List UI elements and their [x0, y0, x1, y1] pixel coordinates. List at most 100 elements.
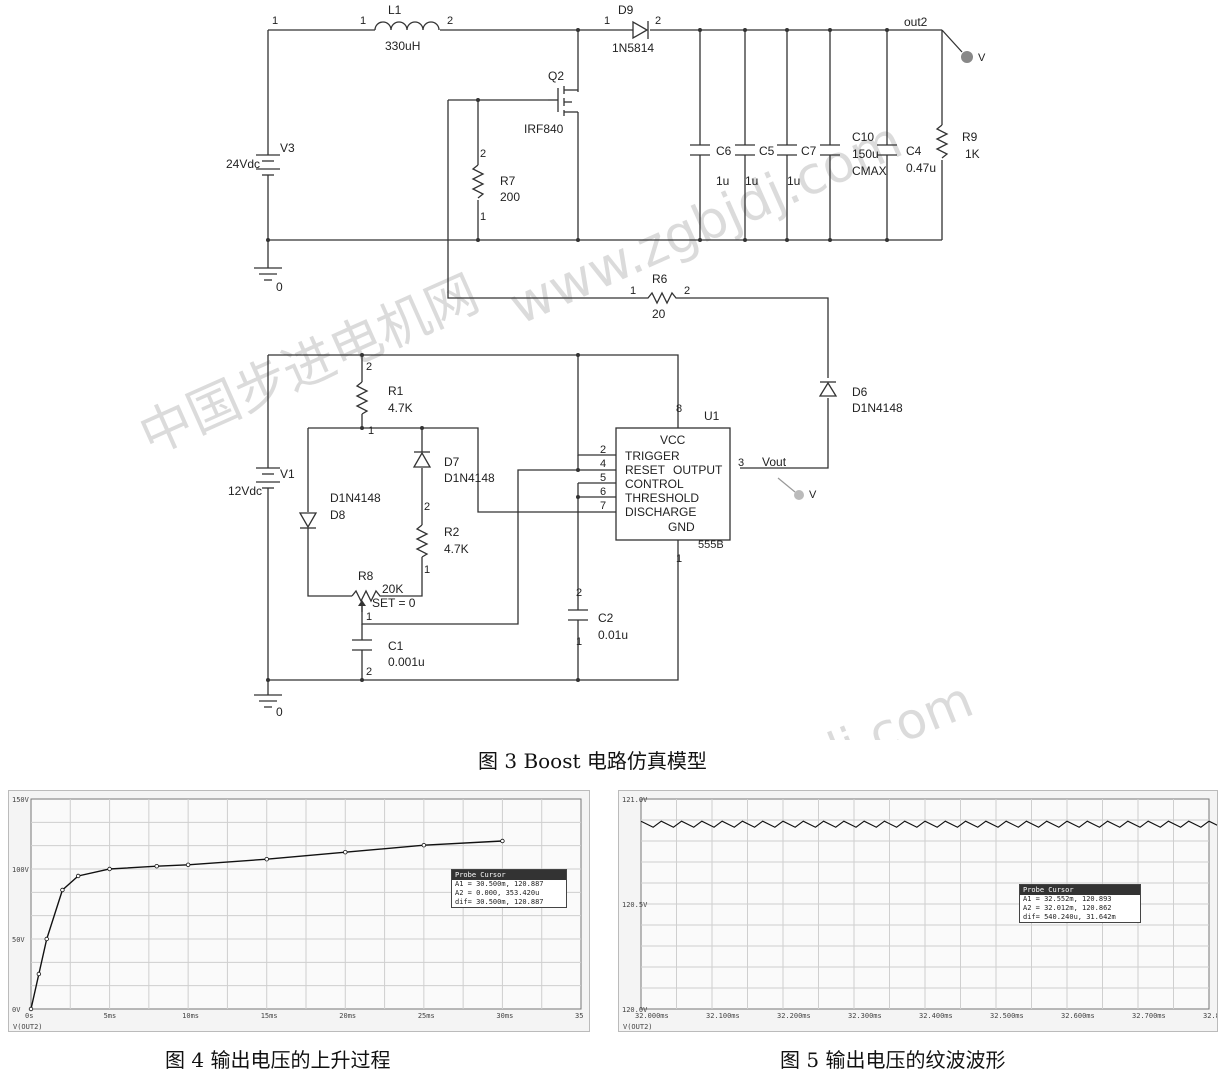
u1-pin-discharge: DISCHARGE	[625, 505, 696, 519]
V1-value: 12Vdc	[228, 484, 262, 498]
svg-text:2: 2	[576, 587, 582, 599]
R7-name: R7	[500, 174, 516, 188]
svg-text:1: 1	[272, 15, 278, 27]
ic-U1-555-timer	[615, 427, 731, 541]
x-tick-label: 32.500ms	[990, 1012, 1024, 1020]
D7-value: D1N4148	[444, 471, 495, 485]
data-point	[28, 1006, 34, 1012]
x-tick-label: 32.8	[1203, 1012, 1217, 1020]
capacitor-C7	[777, 144, 797, 156]
ground-symbol-1	[254, 267, 282, 281]
C10-name: C10	[852, 130, 874, 144]
svg-text:1: 1	[480, 211, 486, 223]
D7-name: D7	[444, 455, 460, 469]
probe-cursor-box-fig5: Probe Cursor A1 = 32.552m, 120.893 A2 = …	[1019, 884, 1141, 923]
voltage-probe-vout	[794, 490, 804, 500]
U1-part: 555B	[698, 539, 724, 551]
u1-pin-control: CONTROL	[625, 477, 684, 491]
figure-5-caption: 图 5 输出电压的纹波波形	[780, 1048, 1006, 1072]
potentiometer-R8	[351, 589, 382, 612]
data-point	[107, 866, 112, 872]
data-point	[421, 843, 427, 848]
diode-D8	[298, 512, 318, 529]
u1-pin-trigger: TRIGGER	[625, 449, 680, 463]
Q2-value: IRF840	[524, 122, 564, 136]
y-tick-label: 100V	[12, 866, 30, 874]
D8-value: D1N4148	[330, 491, 381, 505]
C7-name: C7	[801, 144, 817, 158]
svg-text:1: 1	[360, 15, 366, 27]
x-tick-label: 32.400ms	[919, 1012, 953, 1020]
svg-text:2: 2	[447, 15, 453, 27]
capacitor-C2	[568, 609, 588, 621]
R1-value: 4.7K	[388, 401, 413, 415]
u1-pin-vcc: VCC	[660, 433, 686, 447]
x-tick-label: 20ms	[339, 1012, 356, 1020]
diode-D6	[818, 381, 838, 397]
data-point	[500, 838, 505, 844]
V1-name: V1	[280, 467, 295, 481]
svg-text:3: 3	[738, 457, 744, 469]
x-tick-label: 10ms	[182, 1012, 199, 1020]
x-tick-label: 32.200ms	[777, 1012, 811, 1020]
C4-value: 0.47u	[906, 161, 936, 175]
svg-text:1: 1	[368, 425, 374, 437]
svg-text:1: 1	[366, 611, 372, 623]
capacitor-C4	[877, 144, 897, 156]
battery-V1	[256, 467, 280, 498]
Q2-name: Q2	[548, 69, 564, 83]
svg-text:7: 7	[600, 500, 606, 512]
svg-text:6: 6	[600, 486, 606, 498]
data-point	[36, 971, 42, 977]
svg-text:4: 4	[600, 458, 606, 470]
svg-text:0: 0	[276, 280, 283, 294]
x-tick-label: 32.600ms	[1061, 1012, 1095, 1020]
svg-text:1: 1	[604, 15, 610, 27]
capacitor-C1	[352, 639, 372, 651]
figure-3-caption: 图 3 Boost 电路仿真模型	[478, 749, 707, 773]
R8-set: SET = 0	[372, 596, 416, 610]
data-point	[75, 873, 81, 879]
U1-name: U1	[704, 409, 720, 423]
boost-wires	[267, 29, 943, 469]
inductor-L1	[374, 21, 440, 31]
resistor-R7	[471, 164, 485, 199]
capacitor-C6	[690, 144, 710, 156]
C6-name: C6	[716, 144, 732, 158]
watermark-url-2: www.zgbjdj.com	[583, 670, 981, 740]
series-line	[640, 820, 1222, 828]
data-point	[154, 863, 159, 869]
svg-text:5: 5	[600, 472, 606, 484]
diode-D7	[412, 451, 432, 468]
L1-name: L1	[388, 3, 402, 17]
C10-value: 150u	[852, 147, 879, 161]
R8-value: 20K	[382, 582, 403, 596]
C6-value: 1u	[716, 174, 729, 188]
R6-name: R6	[652, 272, 668, 286]
ground-symbol-2	[254, 694, 282, 708]
resistor-R6	[640, 291, 680, 305]
mosfet-Q2	[548, 86, 578, 116]
svg-text:1: 1	[676, 553, 682, 565]
x-tick-label: 32.700ms	[1132, 1012, 1166, 1020]
C1-name: C1	[388, 639, 404, 653]
capacitor-C10	[820, 144, 840, 156]
x-tick-label: 32.000ms	[635, 1012, 669, 1020]
svg-text:2: 2	[366, 666, 372, 678]
svg-text:8: 8	[676, 403, 682, 415]
u1-pin-gnd: GND	[668, 520, 695, 534]
L1-value: 330uH	[385, 39, 420, 53]
V3-name: V3	[280, 141, 295, 155]
C7-value: 1u	[787, 174, 800, 188]
timer-wires	[267, 354, 679, 695]
probe-cursor-box-fig4: Probe Cursor A1 = 30.500m, 120.887 A2 = …	[451, 869, 567, 908]
C2-value: 0.01u	[598, 628, 628, 642]
svg-text:1: 1	[576, 636, 582, 648]
resistor-R9	[935, 124, 949, 159]
svg-text:V: V	[978, 52, 986, 64]
R9-value: 1K	[965, 147, 980, 161]
y-tick-label: 120.0V	[622, 1006, 648, 1014]
